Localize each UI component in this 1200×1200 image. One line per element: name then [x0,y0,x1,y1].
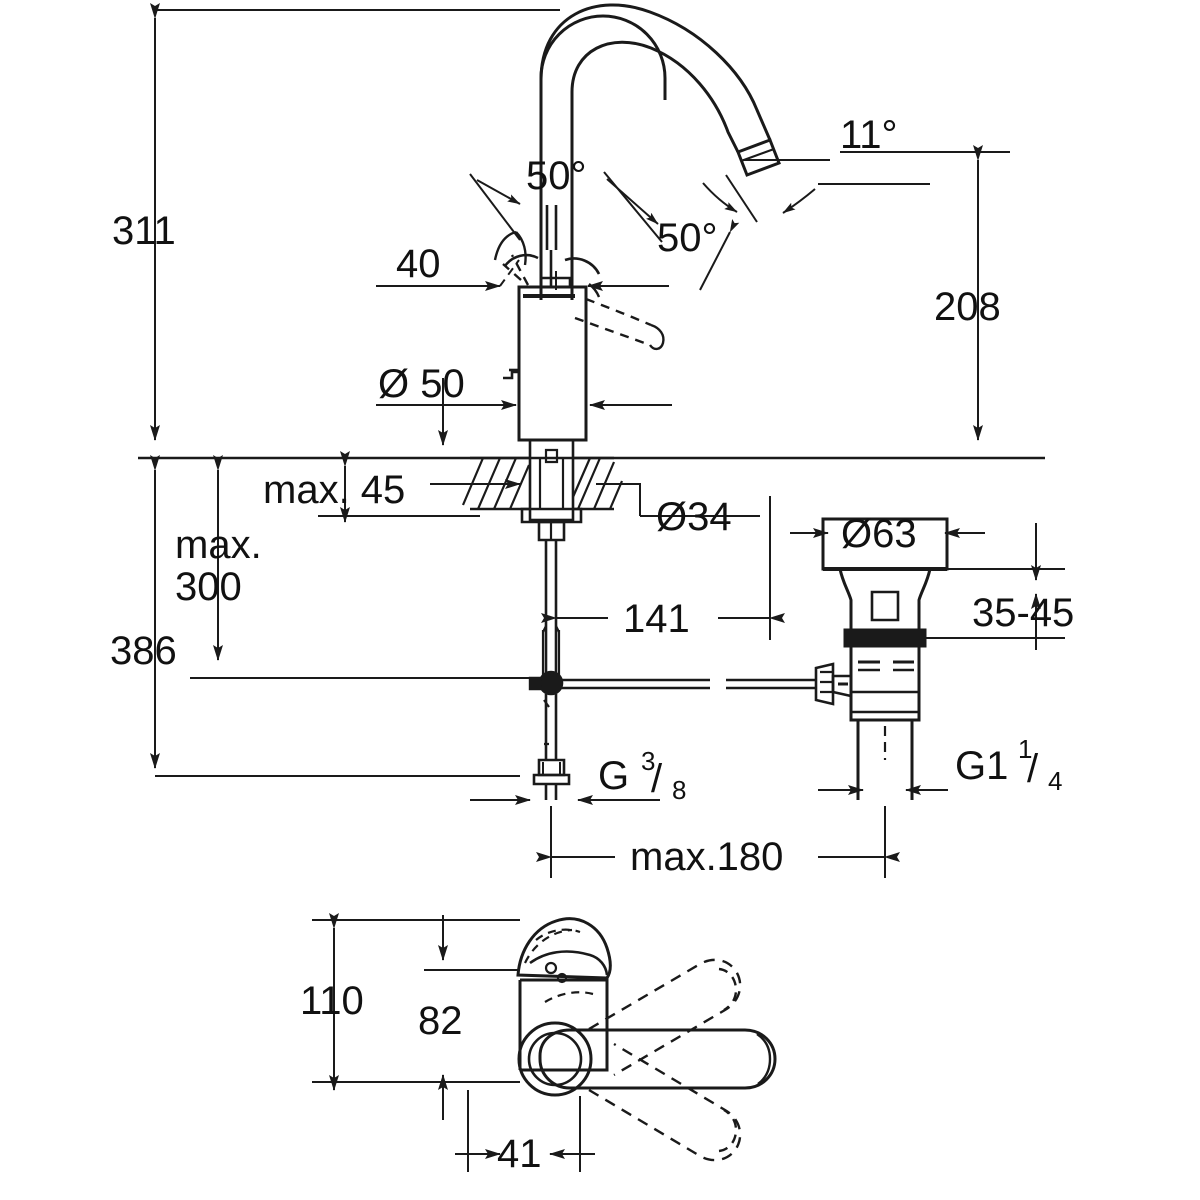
label-d50: Ø 50 [378,362,465,406]
dim-386 [150,455,520,777]
label-50-deg-left: 50° [526,154,587,198]
rotation-arc-right [564,257,601,275]
label-50-deg-right: 50° [657,216,718,260]
dim-max-300 [190,455,530,679]
dim-11-deg [702,159,930,223]
label-g114-num: 1 [1018,734,1032,764]
dim-50-deg-left [469,171,663,243]
dim-82 [424,915,520,1120]
dim-208 [840,145,1010,441]
dim-max-45 [318,451,521,523]
dim-40-stem [555,271,669,291]
label-208: 208 [934,285,1001,329]
label-g38: G 3 / 8 [598,746,686,805]
dim-35-45 [925,523,1065,650]
lever-phantom-right [574,283,665,351]
label-110: 110 [300,979,364,1023]
label-max-300-line2: 300 [175,565,242,609]
label-35-45: 35-45 [972,591,1074,635]
label-g114-slash: / [1027,747,1039,791]
spout-outer-profile [539,3,772,300]
dim-141 [541,496,785,640]
label-g38-slash: / [651,757,663,801]
top-view-geometry [516,917,777,1162]
dim-shank-diameter [596,483,760,517]
label-g38-num: 3 [641,746,655,776]
dim-41 [455,1090,595,1172]
dimension-labels: 311 386 max. 300 max. 45 40 Ø 50 Ø34 141… [110,113,1074,1176]
label-max-300-line1: max. [175,523,262,567]
label-d34: Ø34 [656,495,732,539]
mixer-body [517,285,588,442]
label-g114-g: G1 [955,744,1008,788]
label-11-deg: 11° [840,113,898,157]
dim-50-deg-right [699,219,740,291]
label-g38-den: 8 [672,775,686,805]
spout-inner-profile [570,40,740,300]
lower-rod [532,694,571,800]
drain-assembly [814,517,949,800]
label-311: 311 [112,209,176,253]
lever-shaft [545,205,558,250]
dim-total-height [150,3,560,441]
dim-max-180 [536,806,900,878]
label-g114: G1 1 / 4 [955,734,1062,796]
label-g38-g: G [598,754,629,798]
dim-40 [376,259,520,291]
body-collar-stub [503,370,519,380]
spout-aerator [736,138,781,177]
label-max-45: max. 45 [263,468,405,512]
label-141: 141 [623,597,690,641]
mounting-shank [520,438,583,542]
pull-rod-right [726,678,816,690]
label-g114-den: 4 [1048,766,1062,796]
label-d63: Ø63 [841,512,917,556]
label-82: 82 [418,999,463,1043]
label-41: 41 [497,1132,542,1176]
pop-up-rod [541,540,561,680]
pull-rod-left [561,678,710,690]
label-40: 40 [396,242,441,286]
linkage-pivot [528,670,564,696]
dim-body-diameter [376,378,672,446]
lever-phantom-left [493,230,530,286]
label-max-180: max.180 [630,835,783,879]
label-386: 386 [110,629,177,673]
rotation-arc-left [503,253,539,267]
